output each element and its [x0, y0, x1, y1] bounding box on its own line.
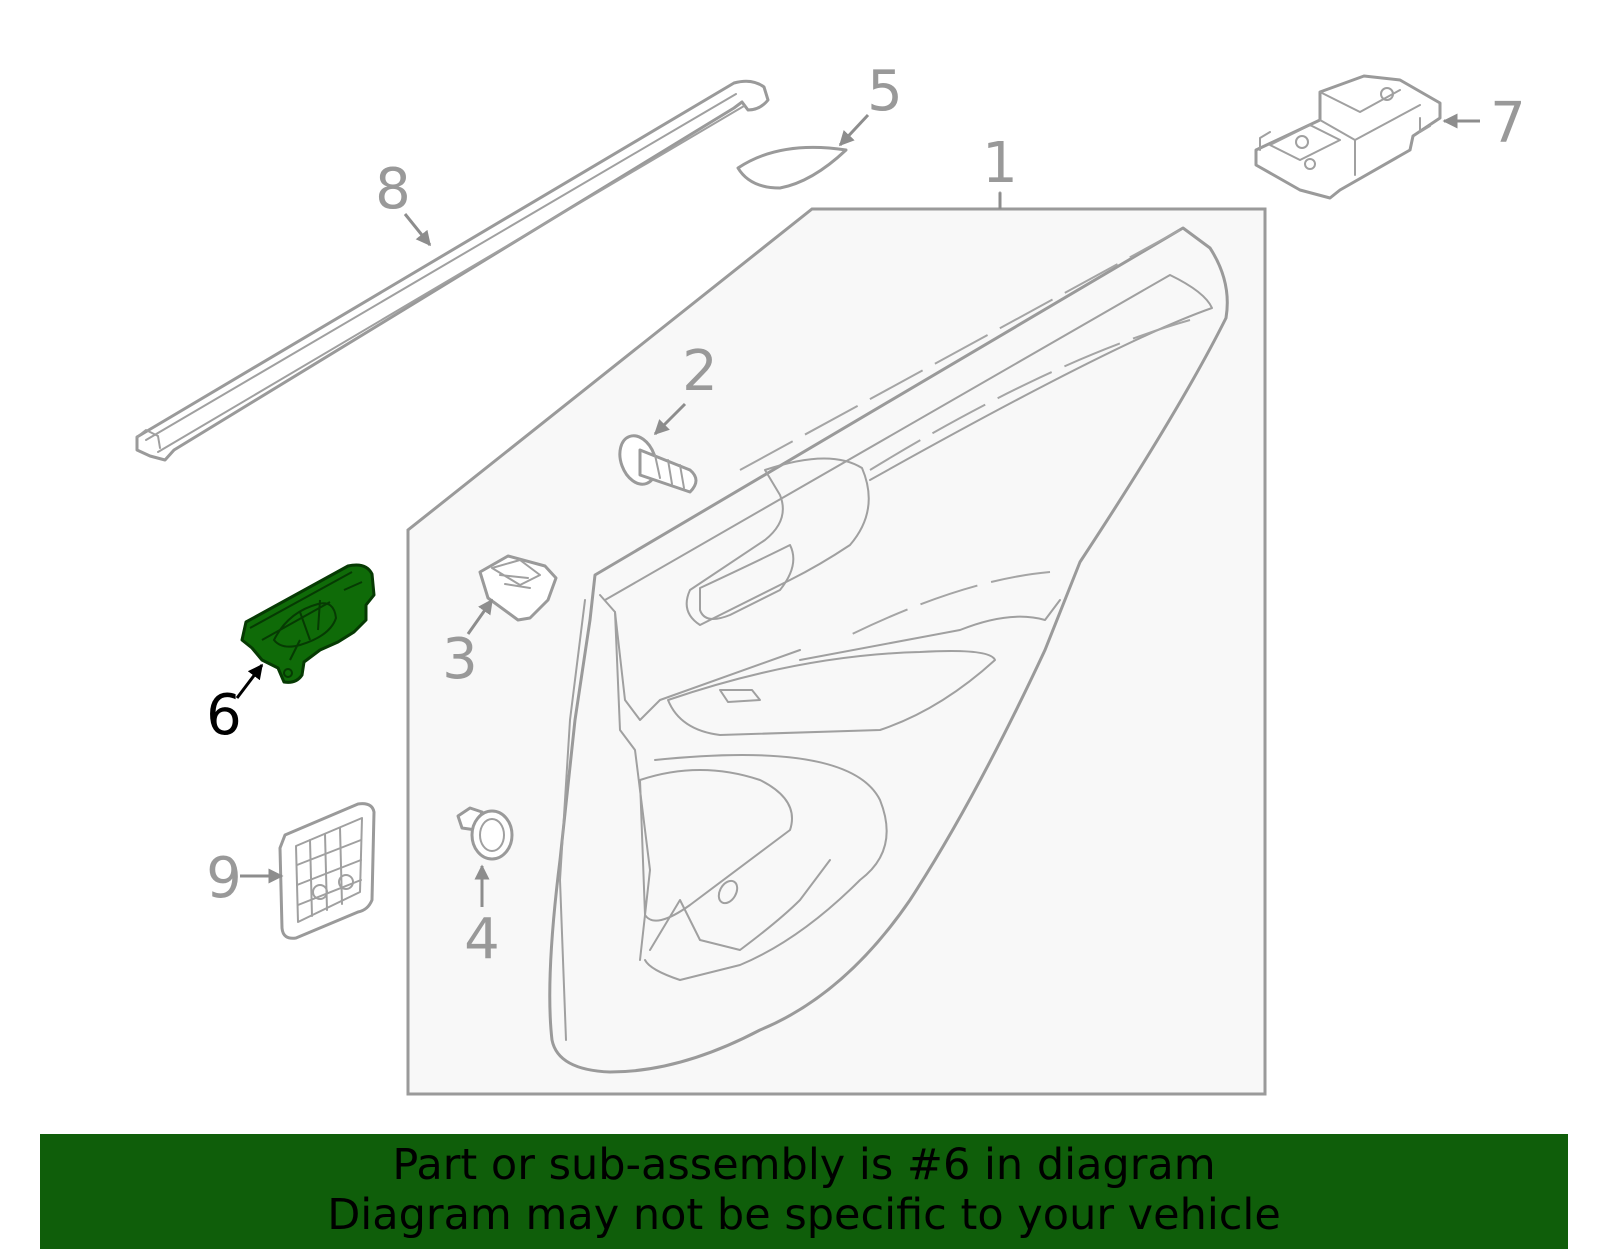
- callout-1[interactable]: 1: [982, 131, 1018, 196]
- part-9-vent-grille: [278, 802, 376, 940]
- part-8-belt-molding: [135, 79, 770, 462]
- leader-6[interactable]: [235, 663, 264, 699]
- callout-8[interactable]: 8: [375, 157, 411, 222]
- callout-5[interactable]: 5: [867, 59, 903, 124]
- part-6-body: [240, 563, 376, 684]
- info-banner: Part or sub-assembly is #6 in diagram Di…: [40, 1134, 1568, 1249]
- callout-6[interactable]: 6: [206, 683, 242, 748]
- panel-frame: [406, 207, 1267, 1096]
- part-7-switch-assembly: [1254, 74, 1442, 200]
- leader-2: [653, 402, 687, 436]
- leader-8: [403, 213, 432, 247]
- callout-4[interactable]: 4: [464, 907, 500, 972]
- banner-line-1: Part or sub-assembly is #6 in diagram: [392, 1140, 1216, 1190]
- callout-2[interactable]: 2: [682, 339, 718, 404]
- callout-3[interactable]: 3: [442, 627, 478, 692]
- part-3-clip: [478, 554, 558, 622]
- part-6-inside-handle-highlighted: [240, 563, 376, 684]
- leader-5: [838, 113, 870, 147]
- banner-line-2: Diagram may not be specific to your vehi…: [327, 1190, 1281, 1240]
- part-1-door-trim-panel: [406, 191, 1267, 1096]
- part-4-retainer: [456, 806, 514, 861]
- callout-9[interactable]: 9: [206, 846, 242, 911]
- leader-3: [466, 598, 494, 635]
- part-5-cover: [736, 145, 848, 190]
- callout-7[interactable]: 7: [1490, 91, 1526, 156]
- part-2-push-pin: [618, 434, 698, 494]
